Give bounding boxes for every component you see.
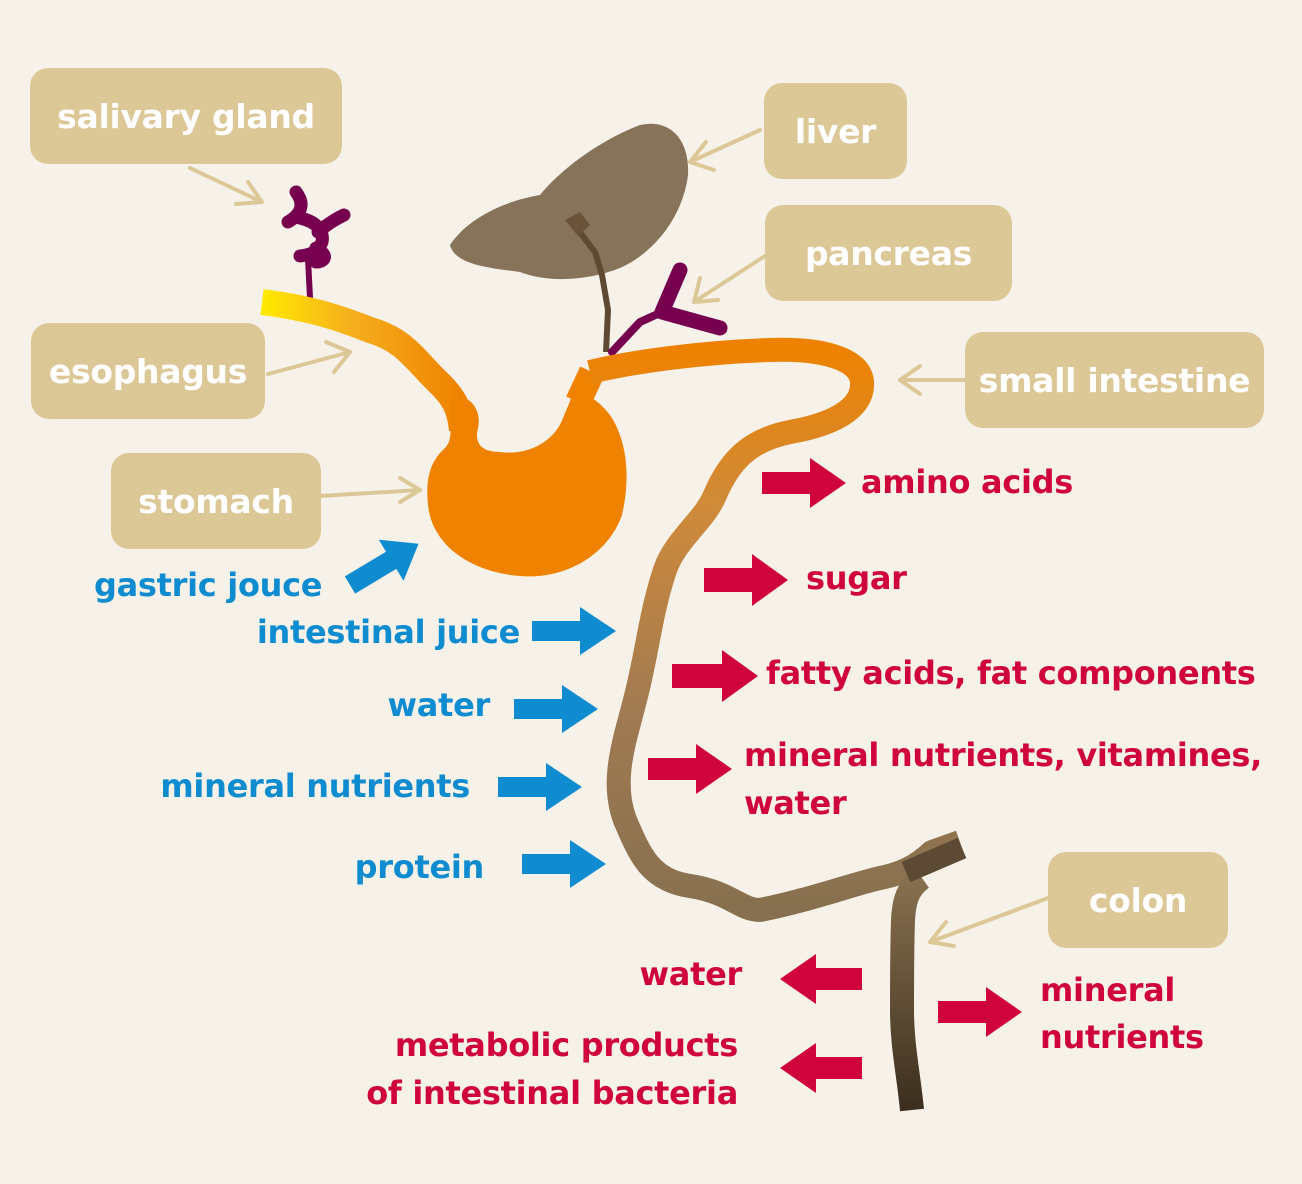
stomach-shape [427, 391, 627, 577]
liver-shape [450, 123, 689, 280]
colon-minerals-arrow [938, 987, 1022, 1037]
colon-minerals-text-line1: mineral [1040, 971, 1176, 1009]
sugar-text: sugar [806, 559, 907, 597]
fatty-acids-arrow [672, 650, 758, 702]
fatty-acids-text: fatty acids, fat components [766, 654, 1256, 692]
small-intestine-label: small intestine [965, 332, 1264, 428]
colon-water-arrow [780, 954, 862, 1004]
protein-input-arrow [522, 840, 606, 888]
bile-duct-top [565, 212, 590, 236]
pylorus [566, 366, 604, 408]
protein-input-text: protein [354, 848, 485, 886]
water-input-text: water [387, 686, 491, 724]
salivary-duct [305, 257, 313, 299]
intestinal-juice-text: intestinal juice [256, 613, 520, 651]
colon-water-text: water [639, 955, 743, 993]
mineral-input-text: mineral nutrients [160, 767, 470, 805]
bile-duct [575, 228, 612, 353]
minerals-vitamins-text-line1: mineral nutrients, vitamines, [744, 736, 1263, 774]
gastric-juice-arrow [344, 539, 419, 594]
metabolic-text-line2: of intestinal bacteria [366, 1074, 738, 1112]
colon-tube [890, 868, 930, 1112]
water-input-arrow [514, 685, 598, 733]
liver-label: liver [764, 83, 907, 179]
output-arrows [648, 458, 1022, 1093]
esophagus-label: esophagus [31, 323, 265, 419]
colon-label: colon [1048, 852, 1228, 948]
pancreas-duct [608, 308, 666, 356]
amino-acids-text: amino acids [861, 463, 1073, 501]
amino-acids-arrow [762, 458, 846, 508]
salivary-gland-label: salivary gland [30, 68, 342, 164]
minerals-vitamins-arrow [648, 744, 732, 794]
intestinal-juice-arrow [532, 607, 616, 655]
gastric-juice-text: gastric jouce [94, 566, 323, 604]
mineral-input-arrow [498, 763, 582, 811]
salivary-gland-shape [281, 185, 351, 269]
pancreas-label: pancreas [765, 205, 1012, 301]
stomach-label: stomach [111, 453, 321, 549]
sugar-arrow [704, 554, 788, 606]
pointer-arrows [188, 128, 1050, 948]
colon-minerals-text-line2: nutrients [1040, 1018, 1204, 1056]
metabolic-arrow [780, 1043, 862, 1093]
intake-arrows [344, 539, 616, 888]
small-intestine-tube [587, 337, 965, 922]
minerals-vitamins-text-line2: water [744, 784, 847, 822]
colon-top [901, 837, 967, 883]
metabolic-text-line1: metabolic products [394, 1026, 738, 1064]
